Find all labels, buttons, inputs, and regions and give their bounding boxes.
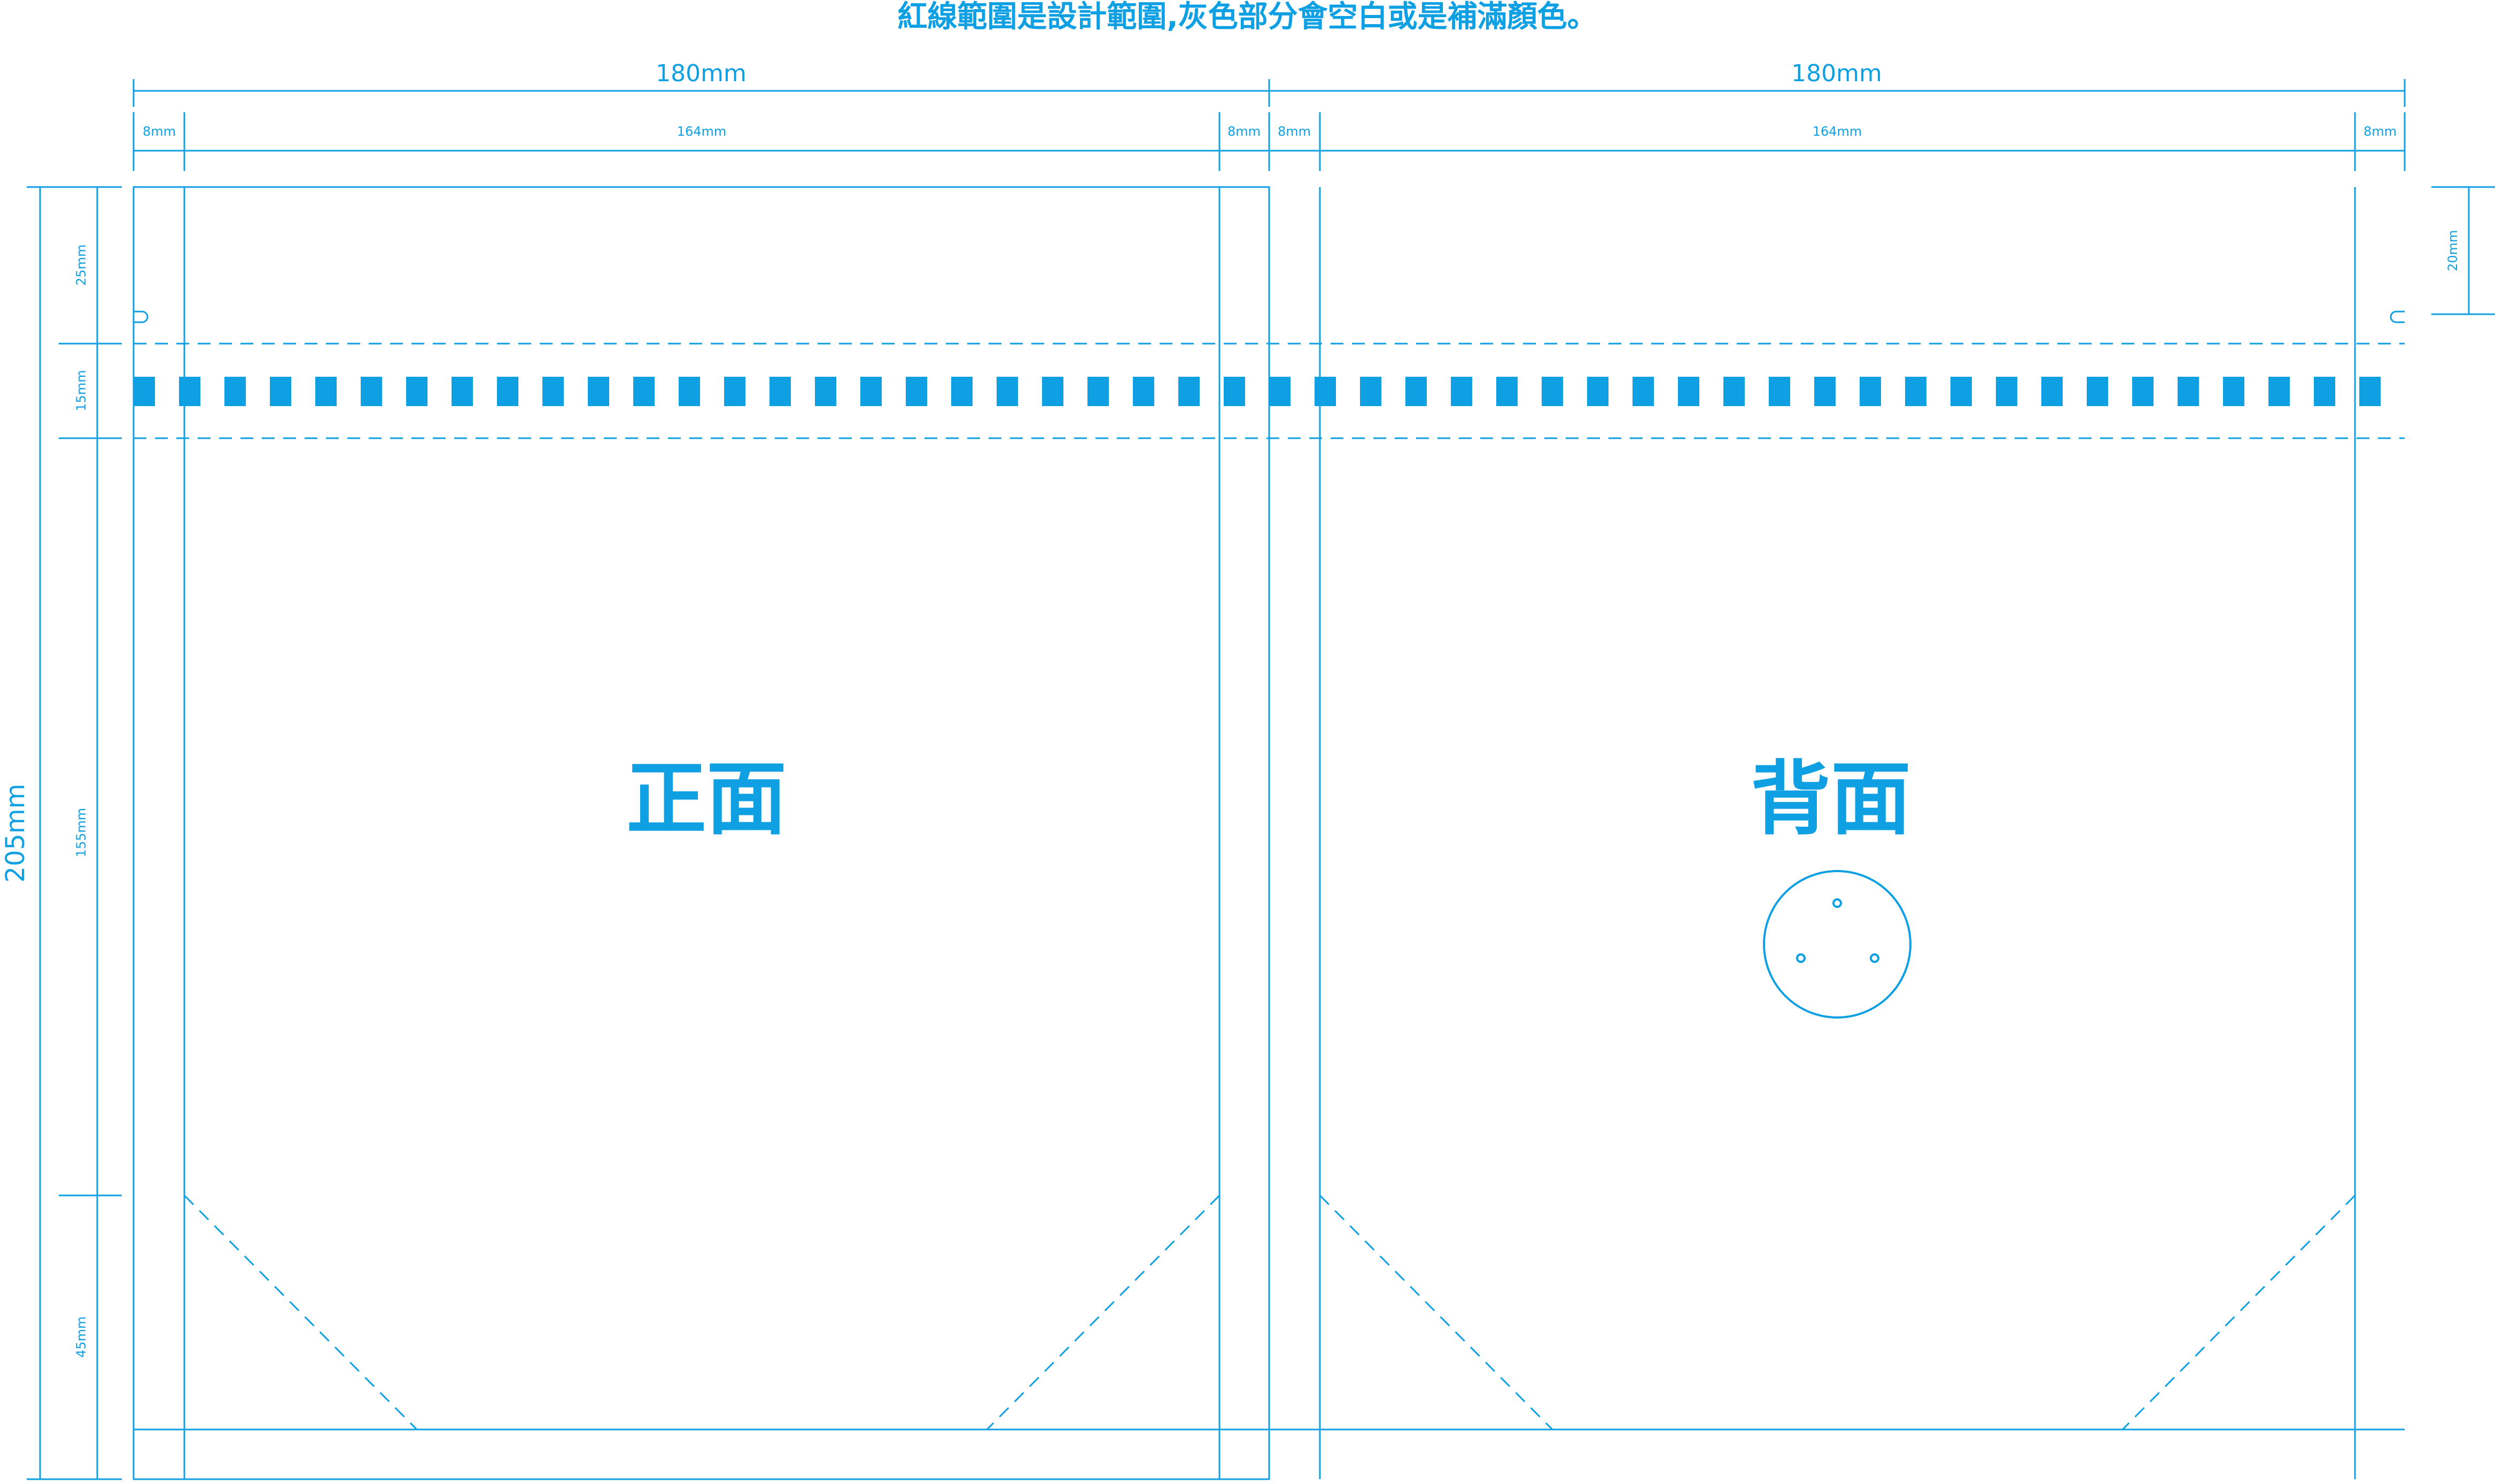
zipper-band-label: 15mm bbox=[74, 370, 89, 411]
gusset-fold-line bbox=[183, 1194, 418, 1431]
zipper-square bbox=[2359, 377, 2381, 406]
zipper-band bbox=[134, 377, 2381, 406]
zipper-square bbox=[1360, 377, 1381, 406]
front-right-margin-label: 8mm bbox=[1227, 124, 1261, 139]
front-panel-outline bbox=[133, 186, 1270, 1480]
zipper-square bbox=[2223, 377, 2244, 406]
zipper-square bbox=[1042, 377, 1063, 406]
right-top-section-label: 20mm bbox=[2445, 230, 2460, 271]
zipper-square bbox=[679, 377, 700, 406]
back-left-margin-label: 8mm bbox=[1278, 124, 1311, 139]
back-inner-width-label: 164mm bbox=[1813, 124, 1862, 139]
back-width-label: 180mm bbox=[1791, 60, 1882, 87]
zipper-square bbox=[179, 377, 200, 406]
zipper-square bbox=[633, 377, 655, 406]
zipper-square bbox=[860, 377, 882, 406]
zipper-square bbox=[270, 377, 291, 406]
zipper-square bbox=[1633, 377, 1654, 406]
gusset-height-label: 45mm bbox=[74, 1316, 89, 1357]
zipper-square bbox=[1224, 377, 1245, 406]
zipper-square bbox=[1496, 377, 1518, 406]
front-panel-label: 正面 bbox=[626, 753, 787, 846]
zipper-square bbox=[1905, 377, 1926, 406]
zipper-square bbox=[361, 377, 382, 406]
front-left-margin-label: 8mm bbox=[143, 124, 176, 139]
valve-hole bbox=[1796, 953, 1806, 963]
zipper-square bbox=[2087, 377, 2108, 406]
zipper-square bbox=[724, 377, 745, 406]
zipper-square bbox=[1769, 377, 1790, 406]
zipper-square bbox=[224, 377, 246, 406]
back-right-margin-label: 8mm bbox=[2364, 124, 2397, 139]
zipper-square bbox=[1087, 377, 1109, 406]
zipper-square bbox=[1269, 377, 1291, 406]
gusset-fold-line bbox=[986, 1194, 1221, 1431]
front-inner-width-label: 164mm bbox=[677, 124, 727, 139]
valve-circle bbox=[1763, 870, 1911, 1019]
zipper-square bbox=[2041, 377, 2063, 406]
zipper-square bbox=[2178, 377, 2199, 406]
top-section-label: 25mm bbox=[74, 244, 89, 285]
zipper-square bbox=[1178, 377, 1200, 406]
zipper-square bbox=[815, 377, 836, 406]
zipper-square bbox=[1678, 377, 1699, 406]
zipper-square bbox=[406, 377, 428, 406]
zipper-square bbox=[134, 377, 155, 406]
zipper-square bbox=[1542, 377, 1563, 406]
zipper-square bbox=[1133, 377, 1154, 406]
zipper-square bbox=[542, 377, 564, 406]
zipper-square bbox=[906, 377, 927, 406]
valve-hole bbox=[1832, 898, 1842, 908]
zipper-square bbox=[588, 377, 609, 406]
zipper-square bbox=[2268, 377, 2290, 406]
zipper-square bbox=[497, 377, 518, 406]
zipper-square bbox=[2132, 377, 2154, 406]
zipper-square bbox=[2314, 377, 2335, 406]
zipper-square bbox=[452, 377, 473, 406]
zipper-square bbox=[1723, 377, 1745, 406]
zipper-square bbox=[1814, 377, 1836, 406]
gusset-fold-line bbox=[2121, 1194, 2356, 1431]
back-panel-label: 背面 bbox=[1751, 753, 1911, 846]
zipper-square bbox=[1860, 377, 1881, 406]
zipper-square bbox=[1587, 377, 1608, 406]
zipper-square bbox=[770, 377, 791, 406]
zipper-square bbox=[997, 377, 1018, 406]
gusset-fold-line bbox=[1319, 1194, 1553, 1431]
zipper-square bbox=[1315, 377, 1336, 406]
zipper-square bbox=[1405, 377, 1427, 406]
valve-hole bbox=[1870, 953, 1879, 963]
total-height-label: 205mm bbox=[1, 783, 30, 882]
front-width-label: 180mm bbox=[656, 60, 747, 87]
zipper-square bbox=[1950, 377, 1972, 406]
zipper-square bbox=[1996, 377, 2017, 406]
zipper-square bbox=[315, 377, 337, 406]
instruction-title: 紅線範圍是設計範圍,灰色部分會空白或是補滿顏色。 bbox=[897, 0, 1597, 34]
zipper-square bbox=[951, 377, 973, 406]
tear-notch-right bbox=[2390, 310, 2405, 323]
tear-notch-left bbox=[134, 310, 149, 323]
body-height-label: 155mm bbox=[74, 808, 89, 858]
degassing-valve bbox=[1763, 870, 1911, 1019]
zipper-square bbox=[1451, 377, 1472, 406]
